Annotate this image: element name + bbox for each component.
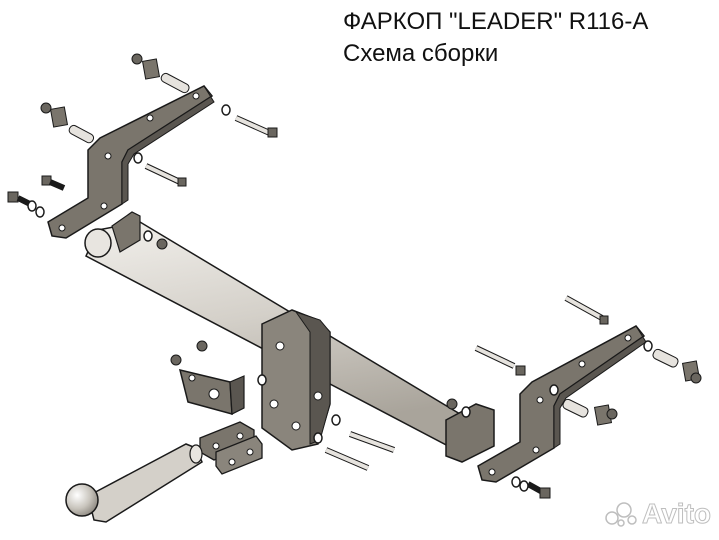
plate-hole <box>228 458 236 466</box>
avito-logo-icon <box>605 502 637 527</box>
washer <box>27 200 37 212</box>
plate-hole <box>291 421 301 431</box>
bracket-hole <box>578 360 586 368</box>
washer <box>461 406 471 418</box>
bracket-hole <box>100 202 108 210</box>
nut <box>156 238 168 250</box>
plate-hole <box>269 399 279 409</box>
bracket-hole <box>624 334 632 342</box>
nut <box>446 398 458 410</box>
plate-hole <box>313 391 323 401</box>
socket-bracket <box>178 368 245 415</box>
plate-hole <box>246 448 254 456</box>
washer <box>511 476 521 488</box>
diagram-title: ФАРКОП "LEADER" R116-A <box>343 8 649 35</box>
bolt <box>160 72 190 94</box>
bolt <box>144 163 187 187</box>
plate-hole <box>236 432 244 440</box>
bracket-hole <box>532 446 540 454</box>
washer <box>549 384 559 396</box>
bracket-hole <box>536 396 544 404</box>
washer <box>331 414 341 426</box>
bracket-hole <box>146 114 154 122</box>
washer <box>643 340 653 352</box>
nut <box>606 408 618 420</box>
washer <box>221 104 231 116</box>
right-side-bracket <box>477 325 647 483</box>
bolt <box>234 115 278 138</box>
nut <box>131 53 143 65</box>
washer <box>313 432 323 444</box>
bolt <box>526 481 551 499</box>
left-side-bracket <box>47 85 215 239</box>
clamp-plates <box>199 421 263 475</box>
plate-hole <box>212 442 220 450</box>
nut <box>170 354 182 366</box>
nut <box>40 102 52 114</box>
bolt <box>562 398 589 418</box>
bolt <box>652 348 679 368</box>
bolt <box>68 124 95 144</box>
tow-ball <box>65 443 203 523</box>
central-mount-plate <box>261 309 331 451</box>
nut <box>196 340 208 352</box>
washer <box>133 152 143 164</box>
washer-plate <box>49 106 69 128</box>
diagram-subtitle: Схема сборки <box>343 40 499 67</box>
bracket-hole <box>104 152 112 160</box>
bracket-hole <box>488 468 496 476</box>
bolt <box>41 175 66 191</box>
bolt <box>564 295 609 325</box>
bracket-hole <box>192 92 200 100</box>
washer <box>143 230 153 242</box>
washer <box>35 206 45 218</box>
avito-watermark-text: Avito <box>642 498 712 530</box>
bracket-hole <box>208 388 220 400</box>
avito-watermark: Avito <box>604 498 711 530</box>
nut <box>690 372 702 384</box>
bolt <box>348 431 396 453</box>
washer <box>519 480 529 492</box>
bolt <box>474 345 526 376</box>
bracket-hole <box>58 224 66 232</box>
washer <box>257 374 267 386</box>
plate-hole <box>275 341 285 351</box>
washer-plate <box>141 58 161 80</box>
bolt <box>324 447 370 471</box>
bracket-hole <box>188 374 196 382</box>
bolt <box>7 191 32 207</box>
